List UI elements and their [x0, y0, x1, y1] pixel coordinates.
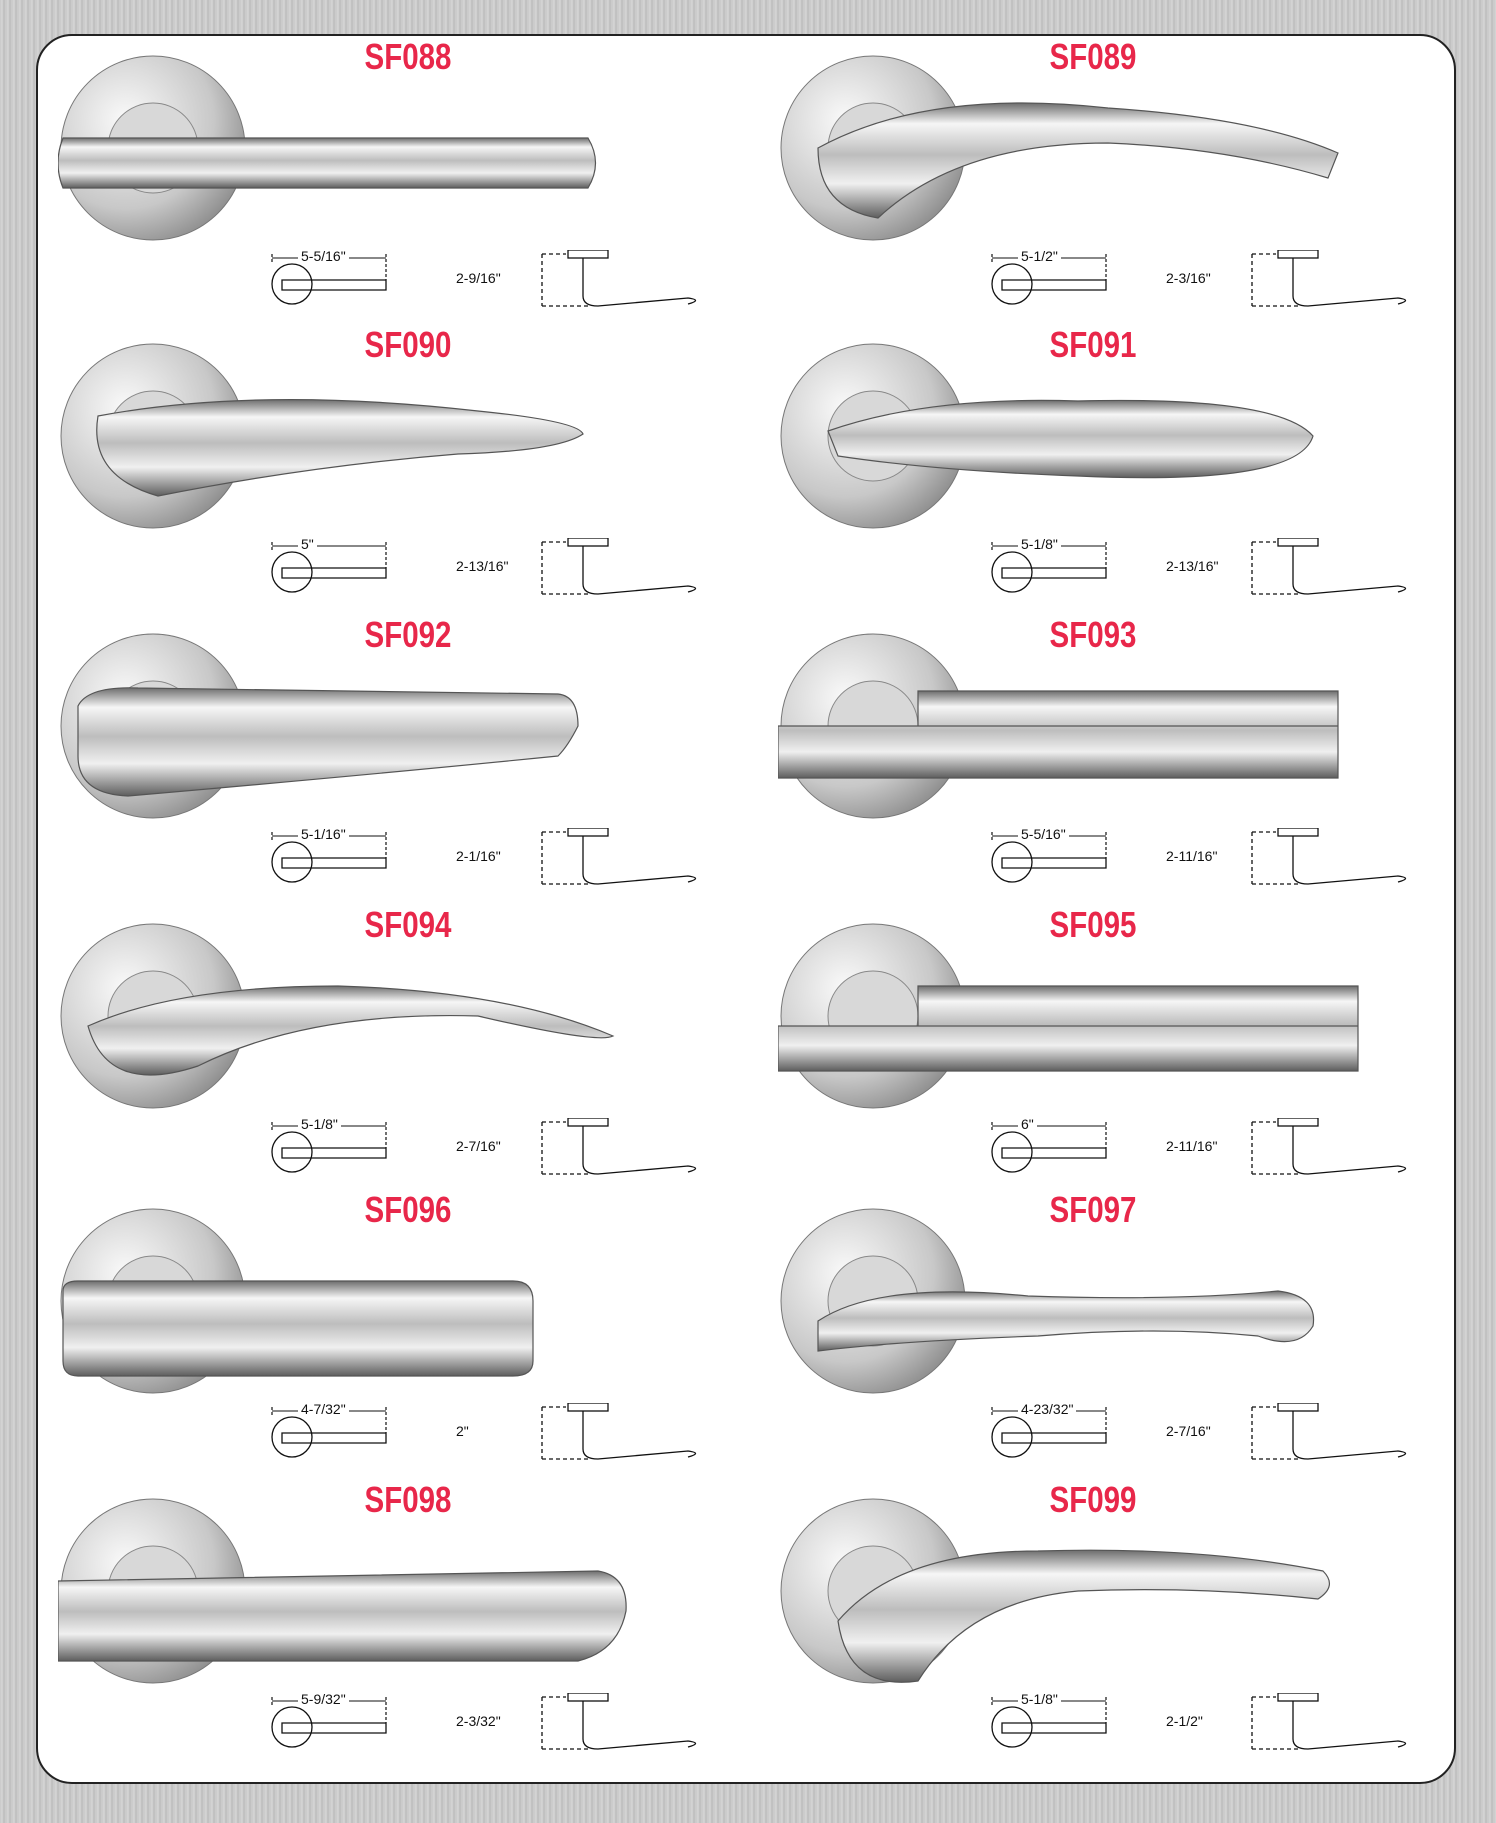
height-dimension: 2-1/2" — [1163, 1713, 1206, 1729]
height-dimension: 2-1/16" — [453, 848, 504, 864]
width-dimension: 5-1/16" — [298, 826, 349, 842]
product-code: SF093 — [1049, 614, 1137, 655]
lever-handle-image — [777, 626, 1418, 846]
height-dimension: 2-13/16" — [1163, 558, 1222, 574]
height-dimension: 2" — [453, 1423, 472, 1439]
width-dimension: 5-5/16" — [298, 248, 349, 264]
product-code: SF096 — [364, 1189, 452, 1230]
product-sf089: SF089 5-1/2" 2-3/16" — [778, 36, 1478, 323]
height-dimension: 2-7/16" — [453, 1138, 504, 1154]
width-dimension: 5-1/8" — [298, 1116, 341, 1132]
front-view-diagram — [268, 538, 418, 603]
front-view-diagram — [988, 1693, 1138, 1758]
side-view-diagram — [538, 1402, 708, 1474]
height-dimension: 2-9/16" — [453, 270, 504, 286]
side-view-diagram — [1248, 537, 1418, 609]
product-code: SF097 — [1049, 1189, 1137, 1230]
product-sf098: SF098 5-9/32" 2-3/32" — [57, 1479, 758, 1766]
lever-handle-image — [58, 916, 698, 1136]
side-view-diagram — [538, 827, 708, 899]
width-dimension: 5-1/8" — [1018, 536, 1061, 552]
side-view-diagram — [1248, 1402, 1418, 1474]
lever-handle-image — [58, 626, 698, 846]
product-code: SF099 — [1049, 1479, 1137, 1520]
product-sf092: SF092 5-1/16" 2-1/16" — [58, 614, 758, 901]
side-view-diagram — [538, 249, 708, 321]
lever-handle-image — [778, 336, 1418, 556]
front-view-diagram — [988, 250, 1138, 315]
height-dimension: 2-3/16" — [1163, 270, 1214, 286]
lever-handle-image — [778, 1491, 1418, 1711]
height-dimension: 2-3/32" — [453, 1713, 504, 1729]
product-code: SF091 — [1049, 324, 1137, 365]
lever-handle-image — [778, 48, 1418, 268]
front-view-diagram — [268, 1118, 418, 1183]
width-dimension: 4-7/32" — [298, 1401, 349, 1417]
product-sf095: SF095 6" 2-11/16" — [777, 904, 1478, 1191]
product-sf091: SF091 5-1/8" 2-13/16" — [778, 324, 1478, 611]
catalog-panel: SF088 5-5/16" 2-9/16" SF089 5-1/2" 2-3/16" SF0… — [36, 34, 1456, 1784]
width-dimension: 5-1/2" — [1018, 248, 1061, 264]
product-sf096: SF096 4-7/32" 2" — [58, 1189, 758, 1476]
lever-handle-image — [57, 1491, 698, 1711]
front-view-diagram — [988, 1118, 1138, 1183]
product-sf099: SF099 5-1/8" 2-1/2" — [778, 1479, 1478, 1766]
side-view-diagram — [538, 1117, 708, 1189]
side-view-diagram — [1248, 1117, 1418, 1189]
side-view-diagram — [1248, 249, 1418, 321]
width-dimension: 4-23/32" — [1018, 1401, 1077, 1417]
lever-handle-image — [778, 1201, 1418, 1421]
side-view-diagram — [1248, 827, 1418, 899]
product-code: SF090 — [364, 324, 452, 365]
product-code: SF098 — [364, 1479, 452, 1520]
side-view-diagram — [538, 537, 708, 609]
product-code: SF088 — [364, 36, 452, 77]
product-sf094: SF094 5-1/8" 2-7/16" — [58, 904, 758, 1191]
side-view-diagram — [1248, 1692, 1418, 1764]
product-code: SF094 — [364, 904, 452, 945]
width-dimension: 5" — [298, 536, 317, 552]
front-view-diagram — [268, 1403, 418, 1468]
height-dimension: 2-11/16" — [1163, 848, 1221, 864]
width-dimension: 5-1/8" — [1018, 1691, 1061, 1707]
product-code: SF089 — [1049, 36, 1137, 77]
lever-handle-image — [57, 48, 698, 268]
product-sf093: SF093 5-5/16" 2-11/16" — [777, 614, 1478, 901]
width-dimension: 5-9/32" — [298, 1691, 349, 1707]
lever-handle-image — [58, 1201, 698, 1421]
product-sf088: SF088 5-5/16" 2-9/16" — [57, 36, 758, 323]
front-view-diagram — [988, 538, 1138, 603]
lever-handle-image — [58, 336, 698, 556]
product-sf090: SF090 5" 2-13/16" — [58, 324, 758, 611]
height-dimension: 2-13/16" — [453, 558, 512, 574]
side-view-diagram — [538, 1692, 708, 1764]
width-dimension: 5-5/16" — [1018, 826, 1069, 842]
lever-handle-image — [777, 916, 1418, 1136]
product-code: SF092 — [364, 614, 452, 655]
height-dimension: 2-11/16" — [1163, 1138, 1221, 1154]
height-dimension: 2-7/16" — [1163, 1423, 1214, 1439]
width-dimension: 6" — [1018, 1116, 1037, 1132]
product-sf097: SF097 4-23/32" 2-7/16" — [778, 1189, 1478, 1476]
product-code: SF095 — [1049, 904, 1137, 945]
